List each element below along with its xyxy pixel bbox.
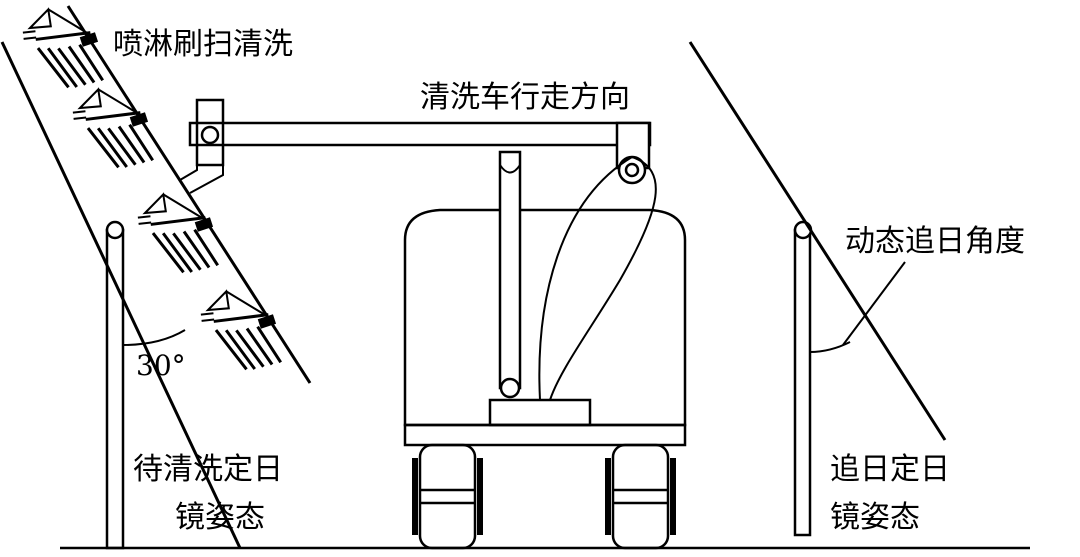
left-wheel (412, 443, 483, 550)
brush-1 (12, 3, 117, 96)
travel-direction-label: 清洗车行走方向 (420, 80, 630, 115)
left-mirror-upper (66, 5, 312, 384)
left-state-label-line2: 镜姿态 (175, 500, 265, 535)
angle-arc-30 (122, 329, 186, 346)
dynamic-angle-label: 动态追日角度 (845, 224, 1025, 259)
right-heliostat (688, 41, 947, 537)
left-pivot (105, 220, 125, 240)
spray-brush-label: 喷淋刷扫清洗 (113, 27, 293, 62)
angle-leader-line (842, 261, 906, 346)
left-pole (105, 228, 125, 550)
right-wheel (605, 443, 676, 550)
brush-2 (62, 83, 167, 176)
cleaning-vehicle (403, 150, 687, 550)
left-state-label-line1: 待清洗定日 (133, 452, 283, 487)
angle-value-label: 30° (136, 349, 186, 382)
left-mirror-lower (0, 41, 242, 549)
right-state-label-line1: 追日定日 (830, 452, 950, 487)
right-state-label-line2: 镜姿态 (830, 500, 920, 535)
